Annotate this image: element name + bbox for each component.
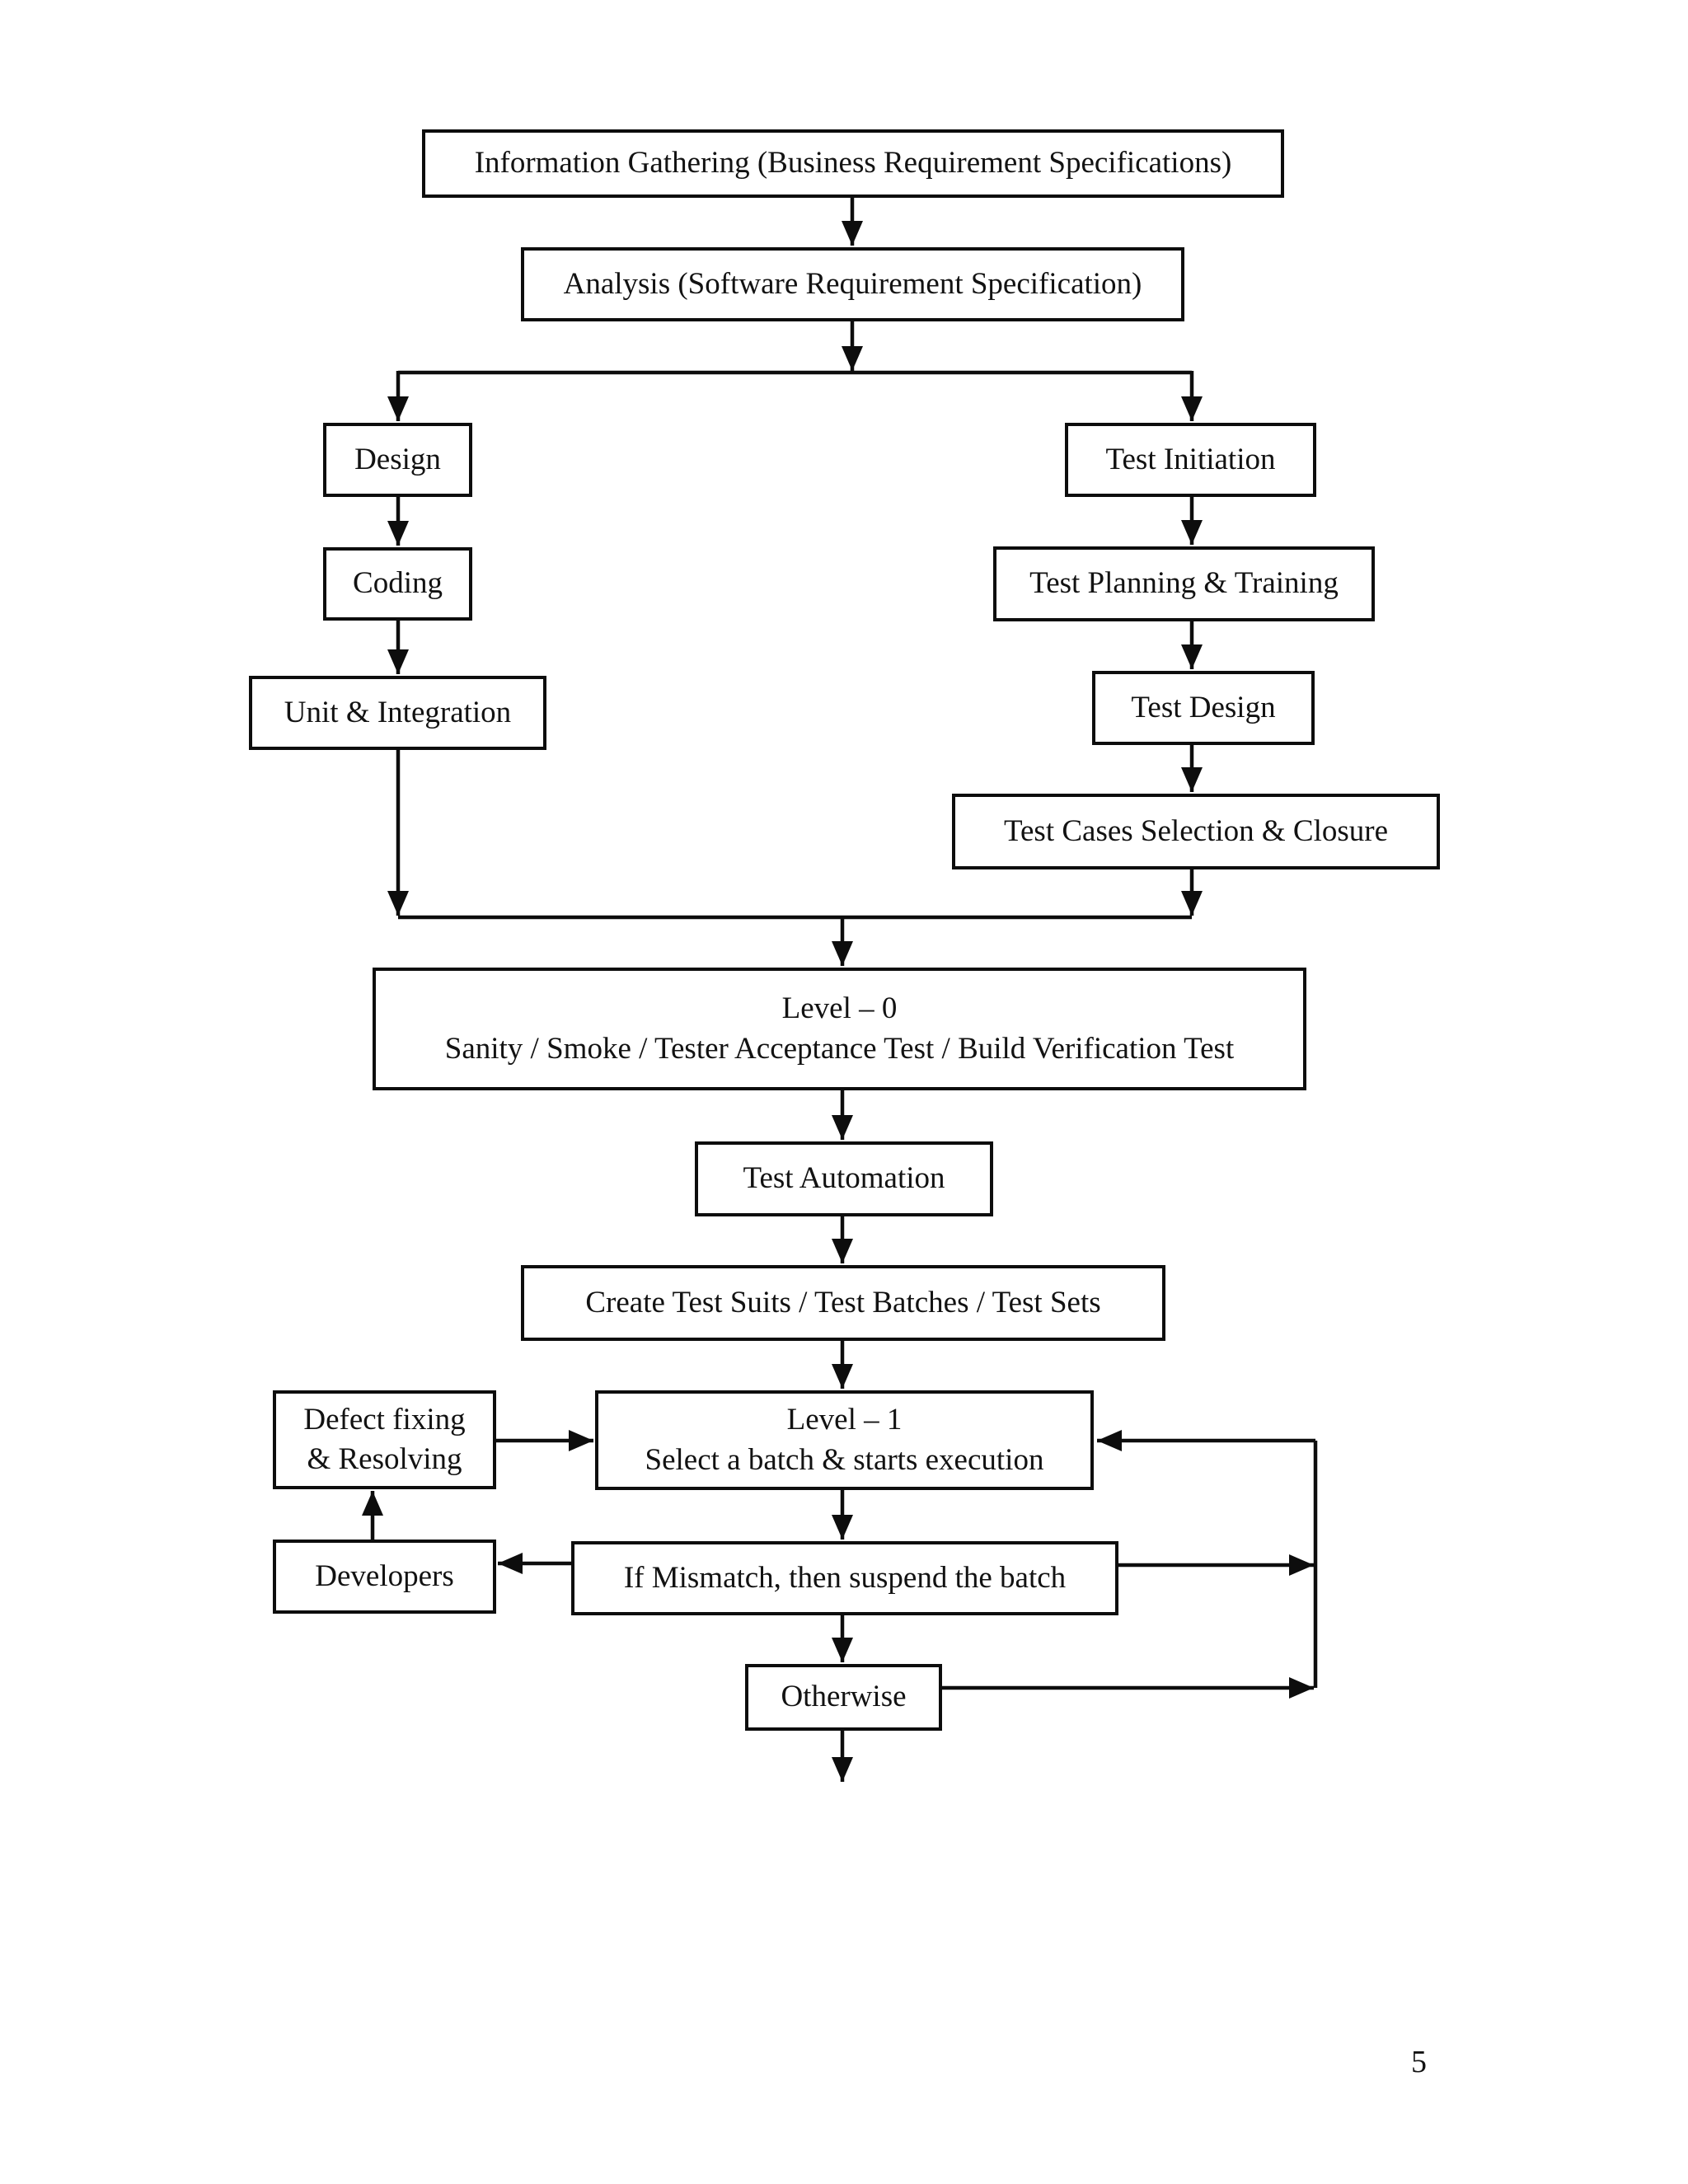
node-test-cases-selection-closure: Test Cases Selection & Closure bbox=[952, 794, 1440, 869]
node-test-planning-training: Test Planning & Training bbox=[993, 546, 1375, 621]
node-unit-integration: Unit & Integration bbox=[249, 676, 546, 750]
node-label: Design bbox=[354, 442, 441, 476]
node-label-line2: Sanity / Smoke / Tester Acceptance Test … bbox=[444, 1031, 1235, 1066]
node-label: Analysis (Software Requirement Specifica… bbox=[563, 266, 1142, 301]
node-label: If Mismatch, then suspend the batch bbox=[623, 1560, 1067, 1595]
node-label: Information Gathering (Business Requirem… bbox=[474, 146, 1232, 180]
node-design: Design bbox=[323, 423, 472, 497]
node-label: Test Initiation bbox=[1105, 442, 1276, 476]
node-test-automation: Test Automation bbox=[695, 1141, 993, 1216]
node-label: Otherwise bbox=[781, 1680, 907, 1714]
node-label-line1: Defect fixing bbox=[303, 1402, 466, 1436]
node-level-1: Level – 1 Select a batch & starts execut… bbox=[595, 1390, 1094, 1490]
node-label: Unit & Integration bbox=[284, 695, 512, 729]
node-level-0: Level – 0 Sanity / Smoke / Tester Accept… bbox=[373, 968, 1306, 1090]
node-information-gathering: Information Gathering (Business Requirem… bbox=[422, 129, 1284, 198]
page-number: 5 bbox=[1411, 2045, 1427, 2079]
node-label: Test Design bbox=[1131, 690, 1276, 724]
node-label-line1: Level – 1 bbox=[786, 1403, 903, 1437]
node-label: Create Test Suits / Test Batches / Test … bbox=[585, 1285, 1101, 1319]
node-label-line1: Level – 0 bbox=[781, 991, 898, 1026]
node-test-design: Test Design bbox=[1092, 671, 1315, 745]
node-label: Test Automation bbox=[743, 1161, 945, 1196]
node-developers: Developers bbox=[273, 1540, 496, 1614]
node-label: Coding bbox=[353, 566, 443, 601]
node-label: Test Cases Selection & Closure bbox=[1003, 813, 1388, 848]
node-coding: Coding bbox=[323, 547, 472, 621]
node-analysis: Analysis (Software Requirement Specifica… bbox=[521, 247, 1184, 321]
node-label: Test Planning & Training bbox=[1029, 566, 1339, 601]
node-label-line2: & Resolving bbox=[307, 1442, 462, 1476]
node-defect-fixing-resolving: Defect fixing & Resolving bbox=[273, 1390, 496, 1489]
node-otherwise: Otherwise bbox=[745, 1664, 942, 1731]
node-if-mismatch: If Mismatch, then suspend the batch bbox=[571, 1541, 1118, 1615]
node-label-line2: Select a batch & starts execution bbox=[645, 1442, 1044, 1477]
node-test-initiation: Test Initiation bbox=[1065, 423, 1316, 497]
node-label: Developers bbox=[315, 1558, 454, 1593]
node-create-test-suits: Create Test Suits / Test Batches / Test … bbox=[521, 1265, 1165, 1341]
